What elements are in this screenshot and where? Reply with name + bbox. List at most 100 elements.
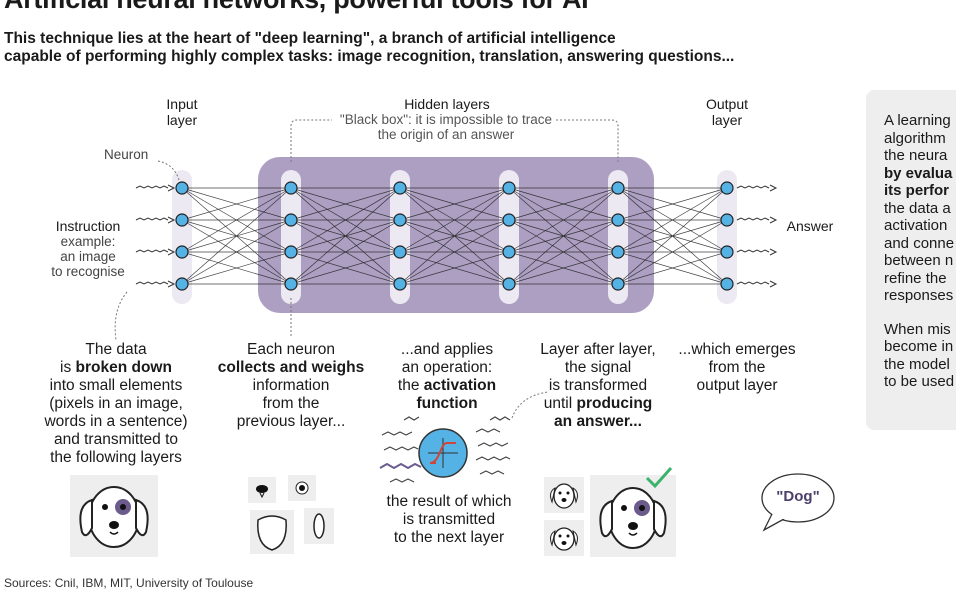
- step3-r3: to the next layer: [393, 529, 505, 546]
- sources-footnote: Sources: Cnil, IBM, MIT, University of T…: [4, 576, 254, 590]
- instruction-example-l1: example:: [60, 234, 116, 249]
- step2-l1: Each neuron: [247, 341, 335, 358]
- neuron-1-2: [284, 245, 298, 259]
- neuron-2-2: [393, 245, 407, 259]
- connection-0-2-0: [181, 187, 292, 253]
- neuron-0-2: [175, 245, 189, 259]
- connection-2-1-0: [399, 187, 510, 221]
- neuron-0-0: [175, 181, 189, 195]
- connection-1-3-0: [290, 187, 401, 285]
- input-layer-label-l2: layer: [166, 112, 198, 128]
- layer-column-0: [172, 170, 192, 304]
- layer-column-1: [281, 170, 301, 304]
- hidden-layers-label: Hidden layers: [404, 96, 490, 112]
- side-p2-l1: When mis: [884, 320, 951, 338]
- step1-l6: and transmitted to: [53, 431, 179, 448]
- side-p1-l8: and conne: [884, 234, 955, 252]
- side-p1-l4: by evalua: [884, 164, 953, 182]
- side-p1-l3: the neura: [884, 147, 948, 164]
- connection-1-2-0: [290, 187, 401, 253]
- step5-l3: output layer: [696, 377, 778, 394]
- connection-3-3-0: [508, 187, 619, 285]
- side-p1-l7: activation: [884, 217, 948, 234]
- connection-4-1-0: [617, 187, 728, 221]
- step1-leader: [114, 291, 128, 341]
- connection-3-2-0: [508, 187, 619, 253]
- step2-text: Each neuron collects and weighs informat…: [206, 341, 376, 431]
- neuron-5-1: [720, 213, 734, 227]
- dog-images-step4: [544, 467, 676, 557]
- instruction-label: Instruction: [55, 218, 121, 234]
- neuron-3-1: [502, 213, 516, 227]
- side-p1-l11: responses: [884, 287, 954, 304]
- neuron-1-0: [284, 181, 298, 195]
- step5-text: ...which emerges from the output layer: [668, 341, 806, 395]
- connection-2-2-0: [399, 187, 510, 253]
- step4-l2: the signal: [564, 359, 632, 376]
- layer-column-4: [608, 170, 628, 304]
- step3-l4: function: [416, 395, 478, 412]
- step2-l2: collects and weighs: [217, 359, 365, 376]
- neuron-1-3: [284, 277, 298, 291]
- step2-l4: from the: [262, 395, 320, 412]
- connection-1-3-1: [290, 219, 401, 285]
- step1-l1: The data: [85, 341, 147, 358]
- step4-l4a: until: [543, 395, 577, 412]
- side-panel: [866, 90, 956, 430]
- output-layer-label-l2: layer: [711, 112, 743, 128]
- side-p1-l10: refine the: [884, 269, 947, 287]
- black-box-bracket: [290, 119, 619, 162]
- side-p1-l5: its perfor: [884, 182, 950, 199]
- neuron-3-3: [502, 277, 516, 291]
- black-box-label-l1: "Black box": it is impossible to trace: [339, 112, 553, 127]
- layer-column-3: [499, 170, 519, 304]
- input-arrowhead-3: [167, 280, 176, 288]
- step4-l4: until producing: [528, 395, 668, 413]
- layer-column-2: [390, 170, 410, 304]
- step1-l2: is broken down: [24, 359, 208, 377]
- neuron-4-0: [611, 181, 625, 195]
- step4-l3: is transformed: [548, 377, 648, 394]
- connection-0-3-0: [181, 187, 292, 285]
- input-layer-label: Input layer: [150, 96, 214, 128]
- page-subtitle: This technique lies at the heart of "dee…: [4, 30, 804, 66]
- step3-result-text: the result of which is transmitted to th…: [370, 493, 528, 547]
- side-p1-l6: the data a: [884, 199, 951, 217]
- step3-l3: the activation: [380, 377, 514, 395]
- connection-4-3-0: [617, 187, 728, 285]
- side-p1-l9: between n: [884, 252, 954, 269]
- dog-image-large-step1: [70, 475, 158, 557]
- step1-l4: (pixels in an image,: [49, 395, 183, 412]
- connection-3-3-2: [508, 251, 619, 285]
- instruction-example-l3: to recognise: [51, 264, 125, 279]
- connection-2-3-2: [399, 251, 510, 285]
- input-signal-3: [135, 281, 169, 285]
- input-signal-2: [135, 249, 169, 253]
- instruction-example: example: an image to recognise: [44, 234, 132, 279]
- speech-bubble: [761, 473, 835, 532]
- outgoing-signals: [475, 416, 511, 475]
- side-p2-l2: become in: [884, 338, 954, 355]
- neuron-0-1: [175, 213, 189, 227]
- connection-4-3-1: [617, 219, 728, 285]
- connection-1-1-0: [290, 187, 401, 221]
- output-signal-3: [736, 281, 770, 285]
- step1-l2a: is: [60, 359, 76, 376]
- neuron-2-3: [393, 277, 407, 291]
- black-box-label-l2: the origin of an answer: [377, 127, 515, 142]
- neuron-3-2: [502, 245, 516, 259]
- side-panel-text: A learning algorithm the neura by evalua…: [884, 112, 954, 391]
- step3-text: ...and applies an operation: the activat…: [380, 341, 514, 413]
- connection-0-3-2: [181, 251, 292, 285]
- input-signal-0: [135, 185, 169, 189]
- output-layer-label: Output layer: [694, 96, 760, 128]
- speech-bubble-text: "Dog": [776, 488, 820, 505]
- output-arrowhead-0: [769, 184, 778, 192]
- neuron-2-0: [393, 181, 407, 195]
- step4-l1: Layer after layer,: [540, 341, 656, 358]
- side-p1-l1: A learning: [884, 112, 951, 129]
- output-signal-0: [736, 185, 770, 189]
- connection-3-1-0: [508, 187, 619, 221]
- step5-l1: ...which emerges: [678, 341, 796, 358]
